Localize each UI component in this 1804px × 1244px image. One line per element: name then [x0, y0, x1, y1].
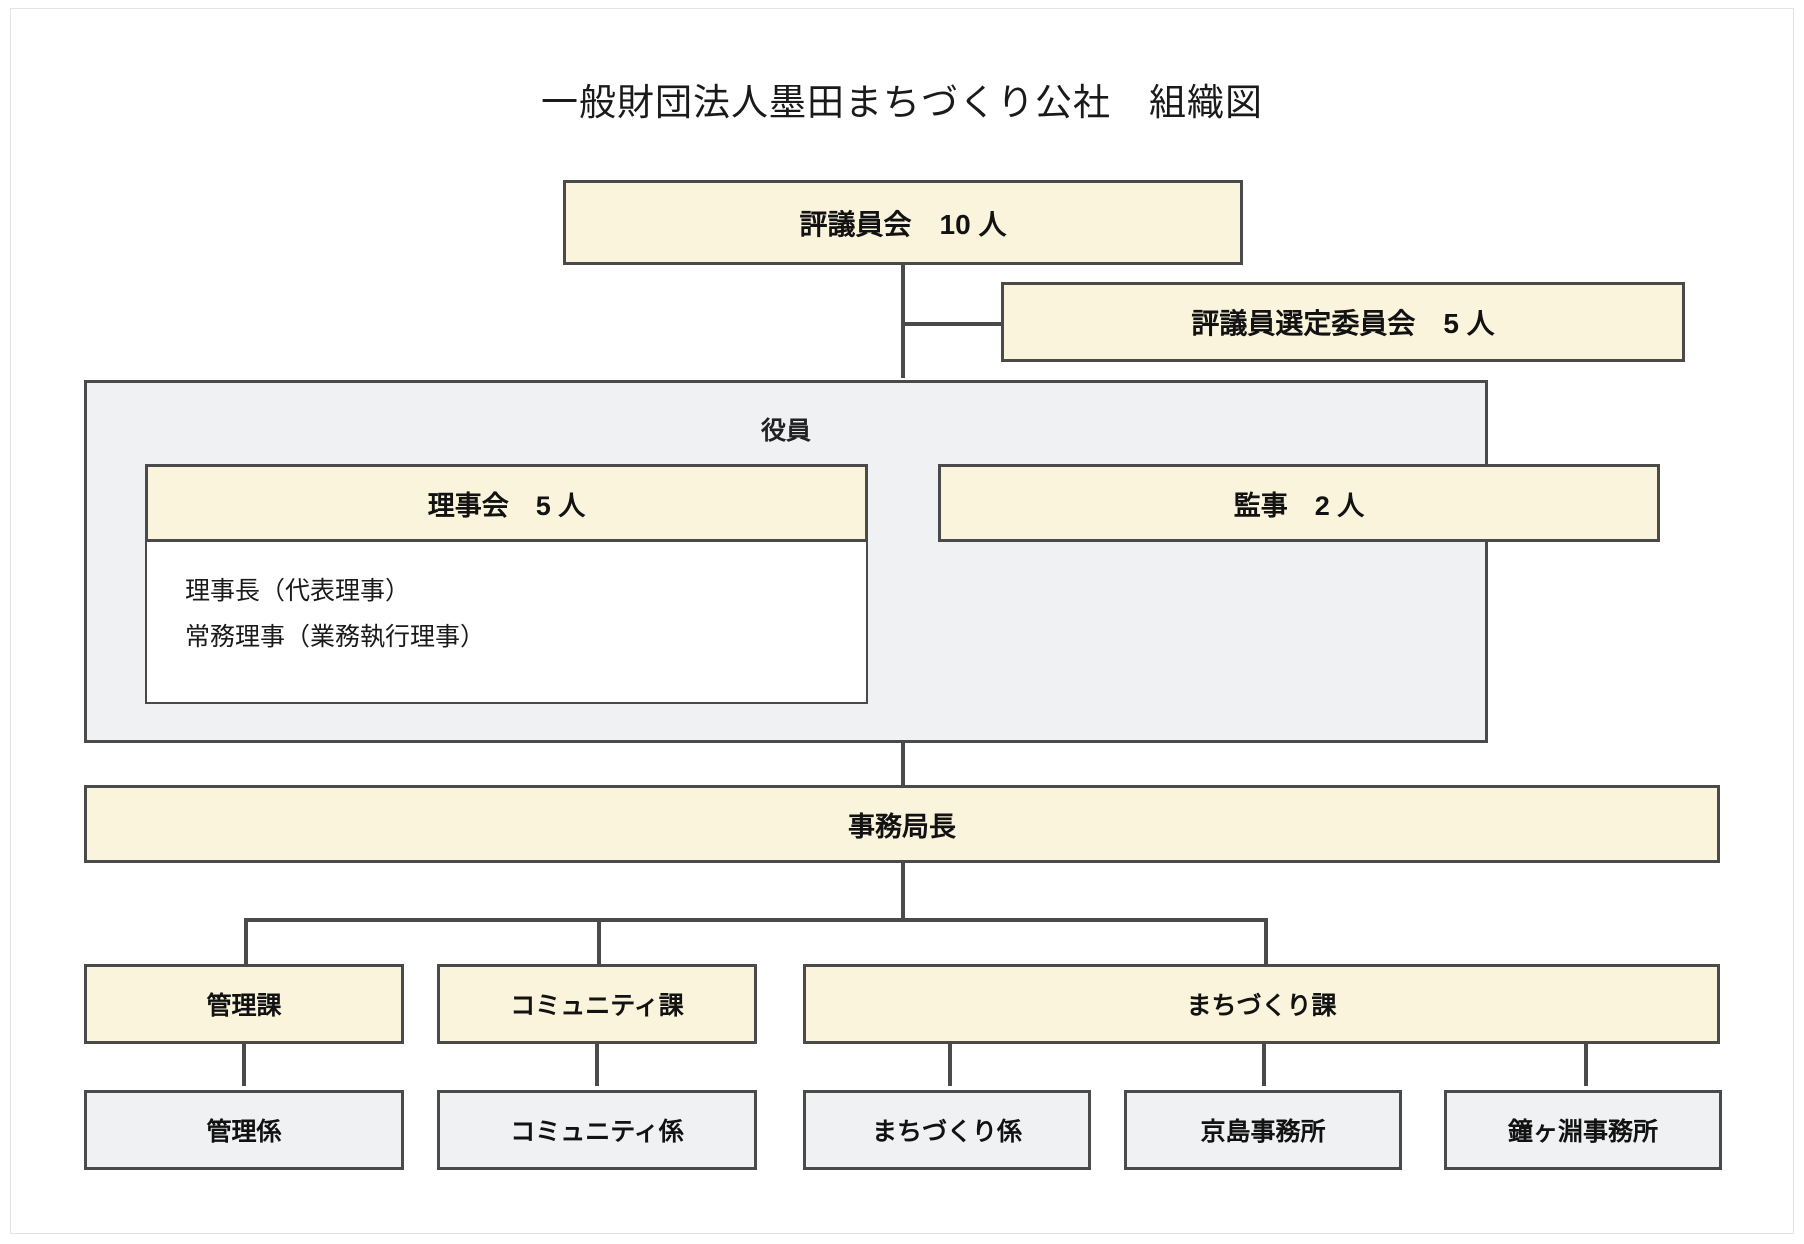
node-hyogiinkai: 評議員会 10 人 [563, 180, 1243, 265]
list-riji-roles: 理事長（代表理事） 常務理事（業務執行理事） [145, 542, 868, 704]
connector-department-bus [244, 918, 1268, 922]
connector-drop-kanrika [244, 918, 248, 964]
connector-hyogiinkai-to-yakuin [901, 265, 905, 378]
node-machizukurika: まちづくり課 [803, 964, 1720, 1044]
page-title: 一般財団法人墨田まちづくり公社 組織図 [541, 82, 1263, 123]
role-rijicho: 理事長（代表理事） [185, 577, 411, 605]
connector-machizukurika-to-kanegafuchi [1584, 1044, 1588, 1086]
node-communitygakari: コミュニティ係 [437, 1090, 757, 1170]
connector-hyogiinkai-to-sentei [901, 322, 1003, 326]
node-kanrigakari: 管理係 [84, 1090, 404, 1170]
connector-machizukurika-to-kyojima [1262, 1044, 1266, 1086]
connector-jimukyokucho-trunk [901, 863, 905, 922]
node-kanji: 監事 2 人 [938, 464, 1660, 542]
connector-yakuin-to-jimukyokucho [901, 743, 905, 785]
node-kyojima: 京島事務所 [1124, 1090, 1402, 1170]
node-kanegafuchi: 鐘ヶ淵事務所 [1444, 1090, 1722, 1170]
node-communityka: コミュニティ課 [437, 964, 757, 1044]
role-jomuriji: 常務理事（業務執行理事） [185, 623, 486, 652]
node-machizukurigakari: まちづくり係 [803, 1090, 1091, 1170]
connector-drop-machizukurika [1264, 918, 1268, 964]
group-yakuin-label: 役員 [760, 417, 811, 445]
connector-drop-communityka [597, 918, 601, 964]
node-hyogiin-sentei: 評議員選定委員会 5 人 [1001, 282, 1685, 362]
connector-machizukurika-to-machizukurigakari [948, 1044, 952, 1086]
connector-kanrika-to-kanrigakari [242, 1044, 246, 1086]
node-kanrika: 管理課 [84, 964, 404, 1044]
connector-communityka-to-communitygakari [595, 1044, 599, 1086]
node-jimukyokucho: 事務局長 [84, 785, 1720, 863]
node-rijikai: 理事会 5 人 [145, 464, 868, 542]
